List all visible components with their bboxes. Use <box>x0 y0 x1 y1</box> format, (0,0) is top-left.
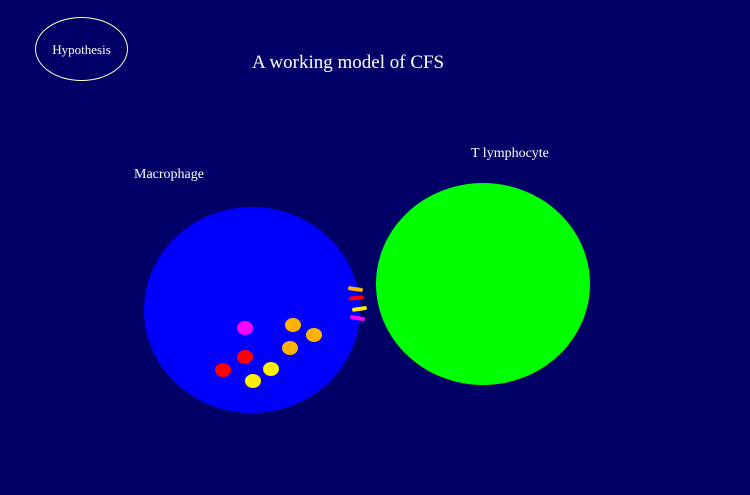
hypothesis-label: Hypothesis <box>52 42 111 57</box>
slide-title: A working model of CFS <box>252 52 445 73</box>
particle-yellow <box>263 362 279 376</box>
macrophage-cell <box>144 207 360 413</box>
fragment-red <box>349 295 364 301</box>
particle-red <box>215 363 231 377</box>
fragment-yellow <box>352 306 367 312</box>
fragment-orange <box>348 286 363 292</box>
particle-orange <box>282 341 298 355</box>
t-lymphocyte-label: T lymphocyte <box>471 146 549 161</box>
hypothesis-oval <box>35 17 128 81</box>
particle-yellow <box>245 374 261 388</box>
particle-orange <box>285 318 301 332</box>
fragment-magenta <box>350 315 365 322</box>
t-lymphocyte-cell <box>376 183 590 385</box>
particle-orange <box>306 328 322 342</box>
particle-magenta <box>237 321 253 335</box>
macrophage-label: Macrophage <box>134 167 204 182</box>
particle-red <box>237 350 253 364</box>
